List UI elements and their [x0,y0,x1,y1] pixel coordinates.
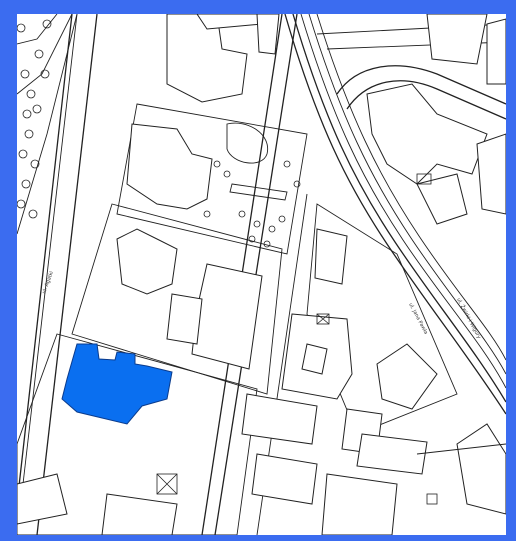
block-courtyard [116,103,308,255]
map-canvas[interactable]: ul. Agatki ul. Jana Pawła ul. Żwirki i W… [17,14,506,535]
site-markers [156,173,438,505]
block-right [281,203,458,435]
cadastral-map[interactable]: ul. Agatki ul. Jana Pawła ul. Żwirki i W… [17,14,506,535]
road-main-left [17,14,98,535]
buildings-top [166,14,506,225]
block-lower [17,333,506,535]
parking-strip [17,14,78,235]
block-middle [71,203,283,395]
railway [284,14,506,415]
highlighted-building[interactable] [61,343,173,425]
street-label-jana-pawla: ul. Jana Pawła [407,302,429,335]
